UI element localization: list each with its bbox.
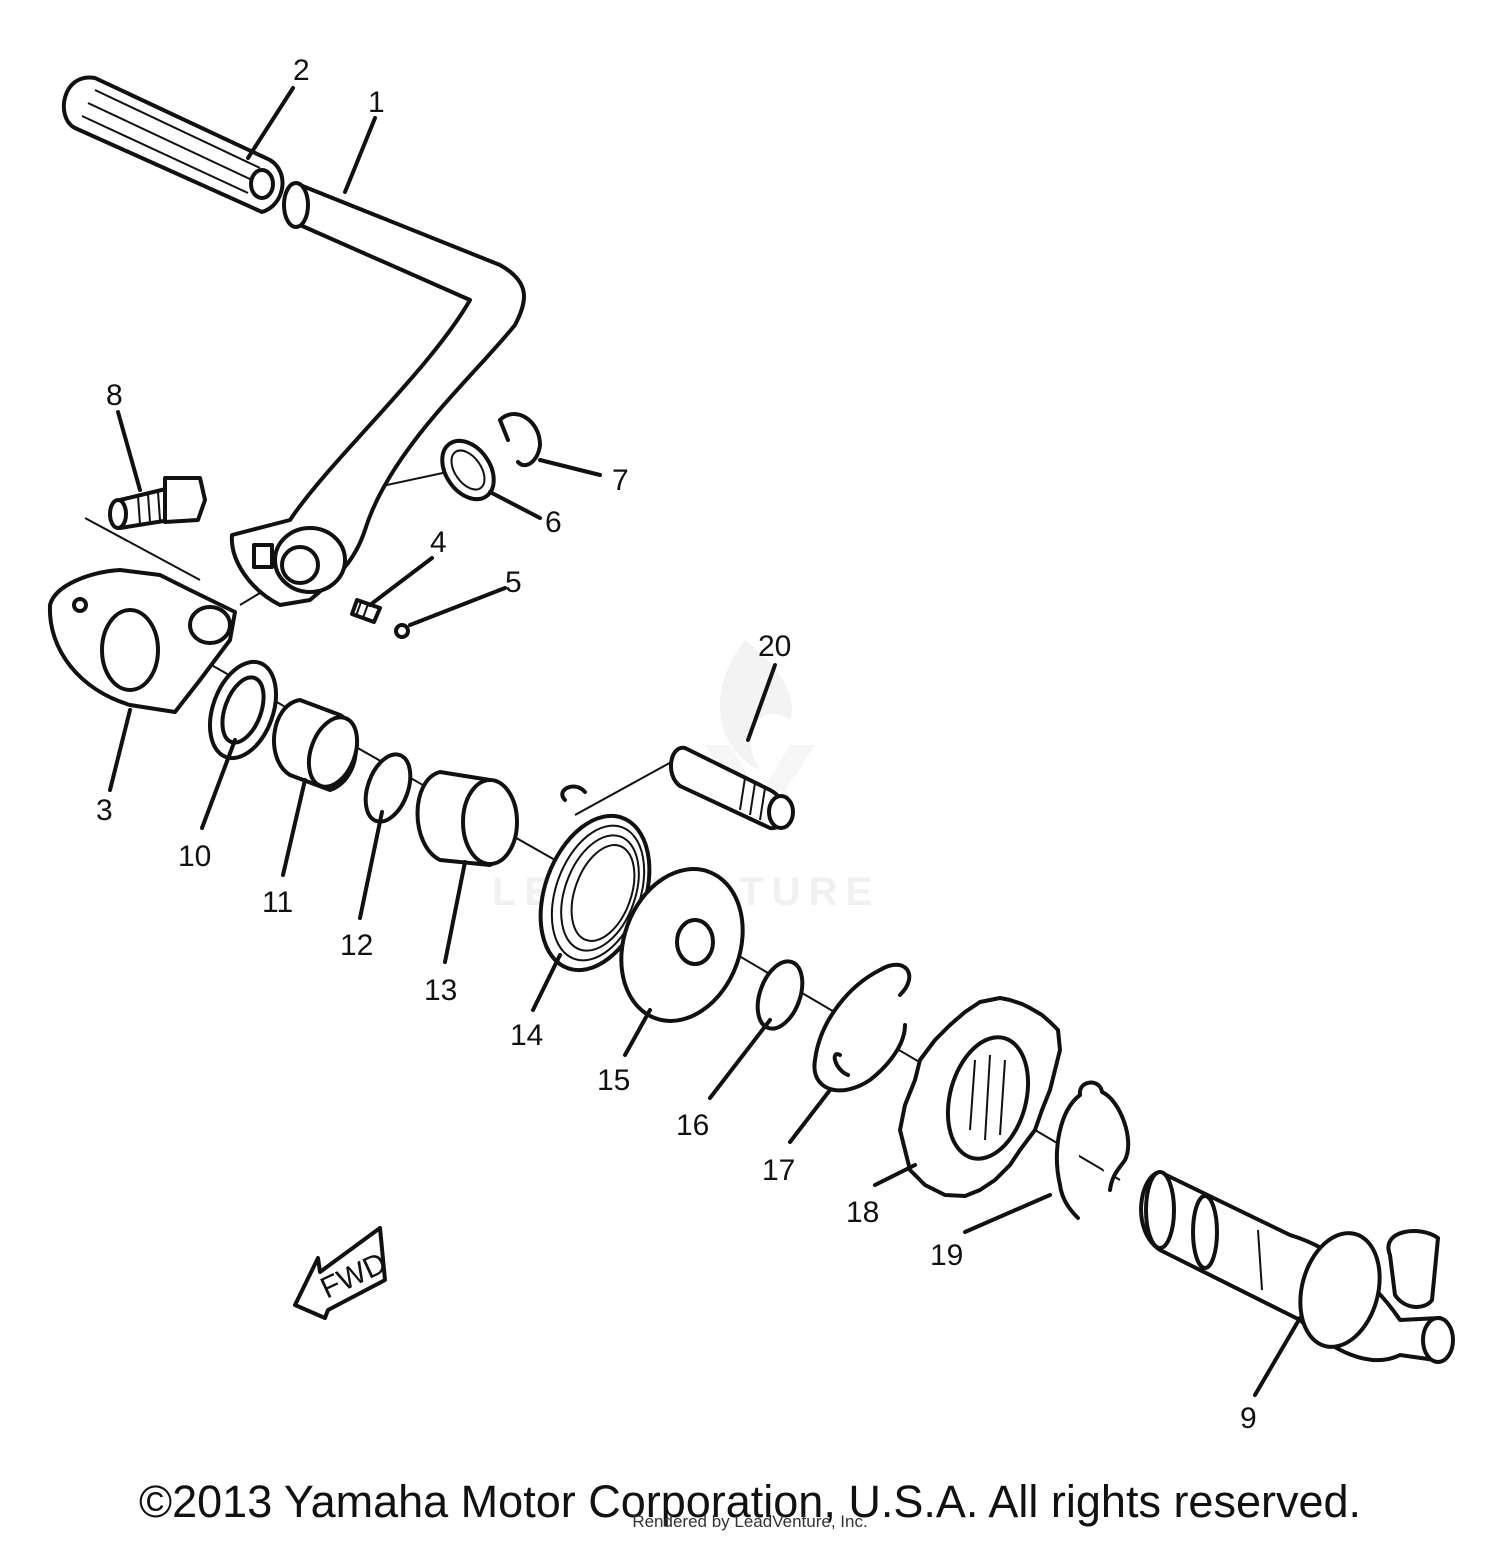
callout-7: 7 bbox=[612, 464, 629, 497]
callout-8: 8 bbox=[106, 379, 123, 412]
callout-13: 13 bbox=[424, 974, 457, 1007]
callout-15: 15 bbox=[597, 1064, 630, 1097]
leader-lines bbox=[108, 86, 1302, 1397]
callout-16: 16 bbox=[676, 1109, 709, 1142]
kick-axle bbox=[1139, 1170, 1455, 1364]
callout-14: 14 bbox=[510, 1019, 543, 1052]
torsion-spring bbox=[538, 784, 652, 973]
callout-3: 3 bbox=[96, 794, 113, 827]
callout-12: 12 bbox=[340, 929, 373, 962]
circlip-16 bbox=[755, 959, 805, 1031]
copyright-notice: ©2013 Yamaha Motor Corporation, U.S.A. A… bbox=[138, 1476, 1362, 1527]
callout-6: 6 bbox=[545, 506, 562, 539]
callout-1: 1 bbox=[368, 86, 385, 119]
callout-18: 18 bbox=[846, 1196, 879, 1229]
fwd-arrow: FWD bbox=[293, 1226, 392, 1320]
circlip-12 bbox=[363, 752, 413, 824]
kick-crank bbox=[229, 181, 526, 607]
callout-5: 5 bbox=[505, 566, 522, 599]
callout-20: 20 bbox=[758, 630, 791, 663]
callout-4: 4 bbox=[430, 526, 447, 559]
ball bbox=[394, 623, 410, 639]
clip-17 bbox=[812, 962, 912, 1093]
spring bbox=[350, 598, 382, 624]
callout-10: 10 bbox=[178, 840, 211, 873]
kick-boss bbox=[47, 568, 237, 714]
callout-17: 17 bbox=[762, 1154, 795, 1187]
washer bbox=[619, 867, 745, 1023]
circlip-upper bbox=[498, 412, 542, 468]
spring-guide bbox=[415, 770, 519, 867]
oil-seal bbox=[208, 659, 278, 761]
kick-gear bbox=[898, 996, 1062, 1198]
pin bbox=[668, 745, 795, 830]
plain-washer bbox=[440, 438, 496, 502]
kick-rubber bbox=[61, 75, 285, 214]
bearing bbox=[272, 698, 360, 792]
callout-2: 2 bbox=[293, 54, 310, 87]
bolt bbox=[108, 476, 207, 530]
clip-19 bbox=[1054, 1080, 1131, 1220]
callout-11: 11 bbox=[262, 886, 293, 919]
rendered-by-credit: Rendered by LeadVenture, Inc. bbox=[632, 1512, 868, 1531]
callout-9: 9 bbox=[1240, 1402, 1257, 1435]
callout-numbers: 1 2 3 4 5 6 7 8 9 10 11 12 13 14 15 16 1… bbox=[96, 54, 1257, 1435]
callout-19: 19 bbox=[930, 1239, 963, 1272]
